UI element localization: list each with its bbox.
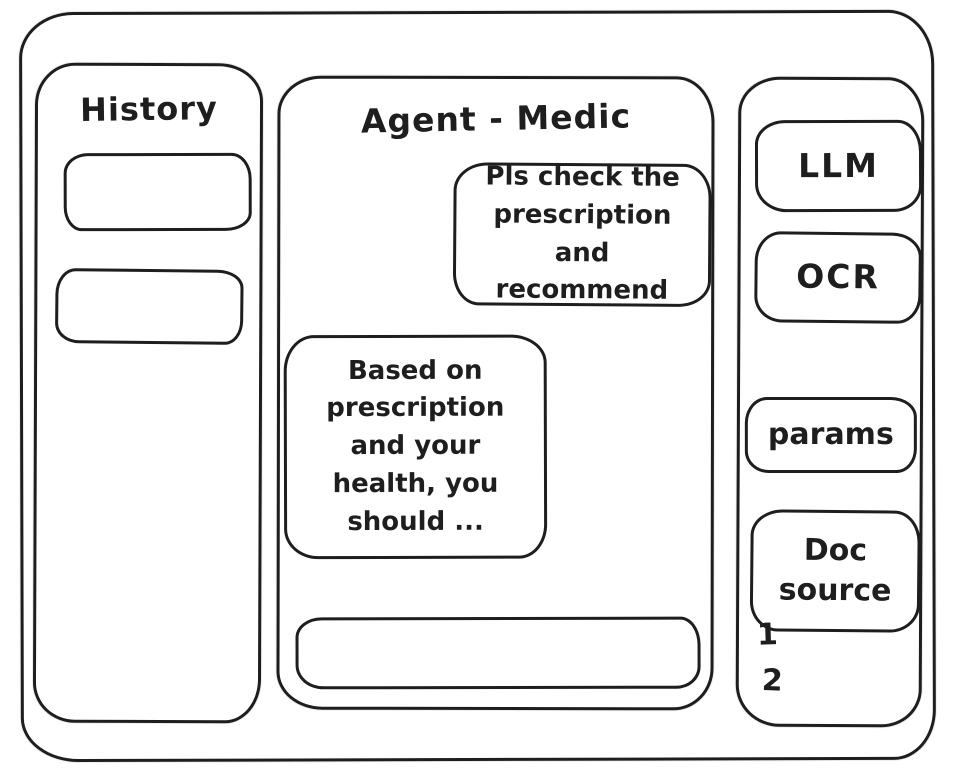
doc-source-list: 1 2: [756, 617, 817, 714]
ocr-button[interactable]: OCR: [754, 231, 923, 324]
chat-panel: Agent - Medic Pls check the prescription…: [276, 75, 715, 711]
doc-source-button[interactable]: Doc source: [749, 509, 921, 633]
history-panel: History: [32, 62, 264, 724]
history-item[interactable]: [54, 268, 244, 345]
history-item[interactable]: [63, 152, 252, 232]
params-button[interactable]: params: [744, 396, 917, 474]
doc-source-list-item[interactable]: 1: [756, 617, 779, 653]
message-input[interactable]: [295, 616, 701, 690]
user-message-bubble: Pls check the prescription and recommend: [452, 162, 712, 308]
agent-message-bubble: Based on prescription and your health, y…: [283, 334, 548, 560]
tools-panel: LLM OCR params Doc source 1 2: [735, 76, 925, 728]
chat-title: Agent - Medic: [360, 96, 632, 141]
llm-button[interactable]: LLM: [754, 119, 923, 213]
doc-source-list-item[interactable]: 2: [761, 662, 784, 699]
history-title: History: [79, 89, 219, 129]
